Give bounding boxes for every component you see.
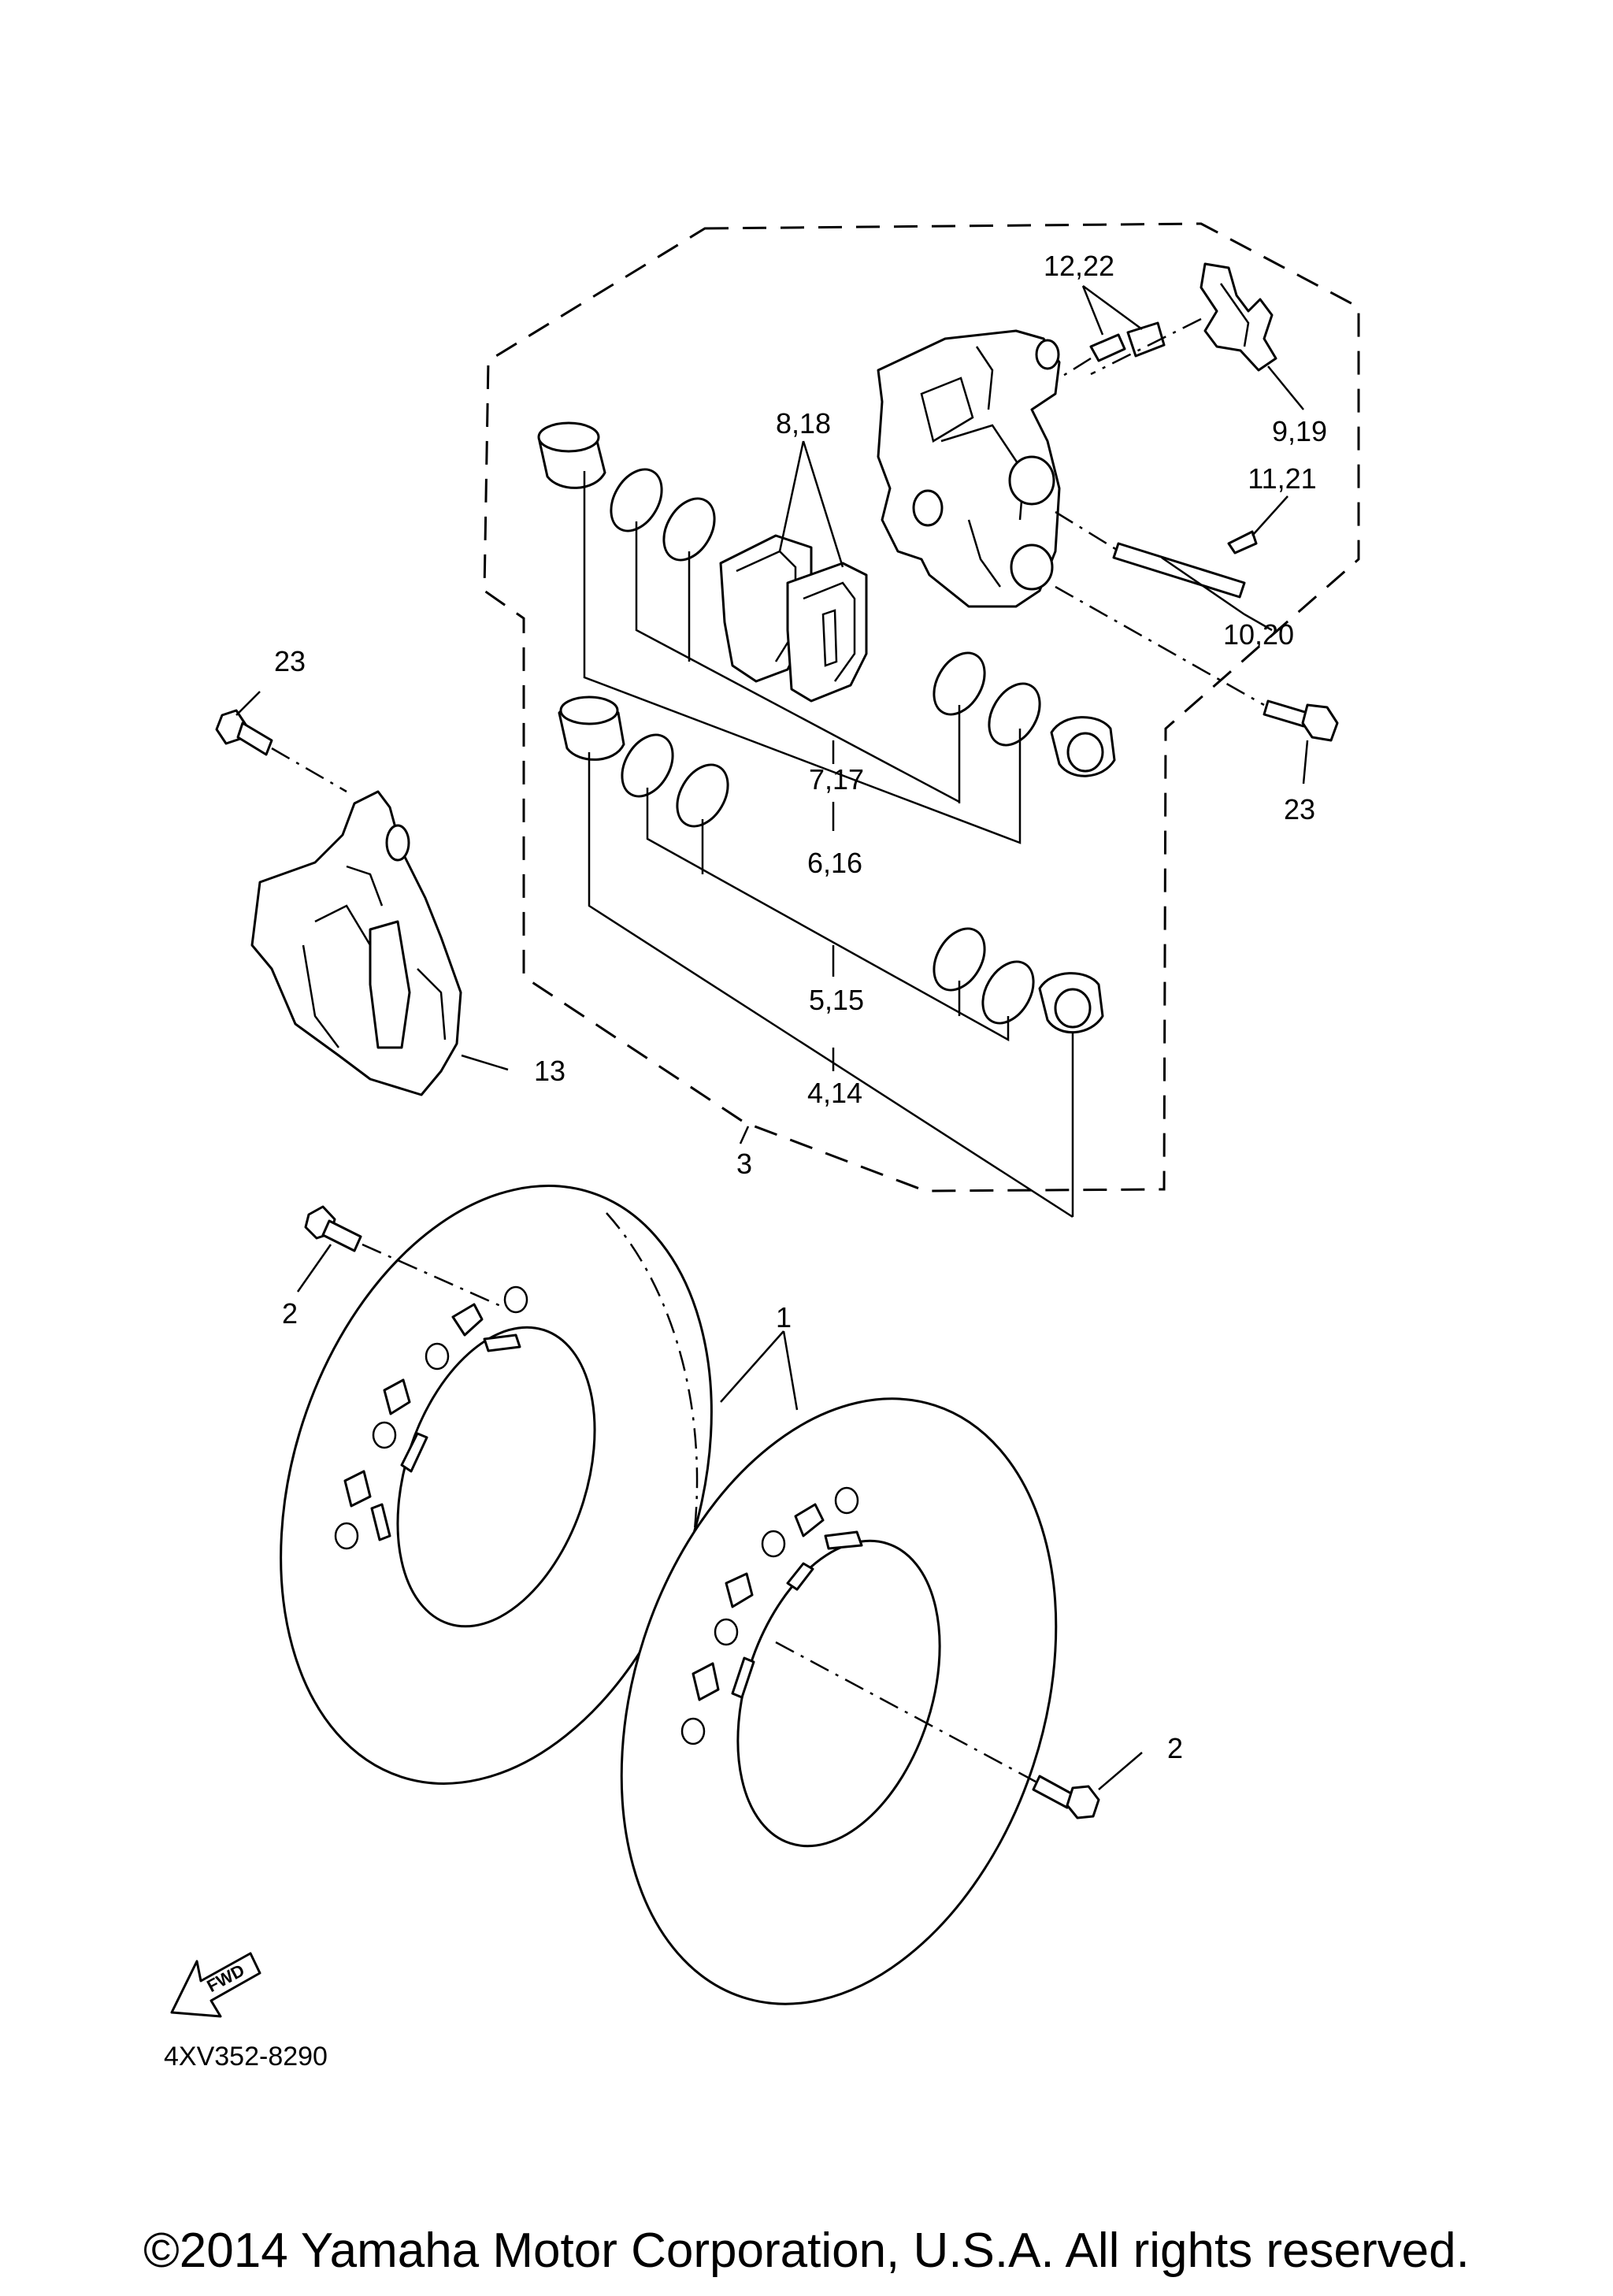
copyright-notice: ©2014 Yamaha Motor Corporation, U.S.A. A… (143, 2224, 1470, 2278)
callout-3: 3 (736, 1148, 752, 1180)
disc-bolt-2-bottom (1032, 1775, 1100, 1819)
leader-5-15 (646, 788, 1010, 1042)
pad-spring-9-19 (1200, 262, 1277, 372)
leader-6-16 (635, 521, 961, 831)
caliper-bolt-23-left (215, 709, 273, 756)
brake-disc-left (280, 1185, 713, 1785)
axis-disc-bolt-top (362, 1243, 505, 1309)
leader-10-20 (1161, 556, 1273, 632)
callout-13: 13 (534, 1055, 565, 1087)
callout-2-top: 2 (282, 1297, 298, 1330)
piston-seal-lower-2 (933, 927, 986, 992)
leader-13 (461, 1054, 509, 1071)
axis-bolt-23-right (1055, 585, 1265, 707)
diagram-code: 4XV352-8290 (164, 2042, 328, 2072)
leader-7-17 (583, 471, 1022, 844)
callout-10-20: 10,20 (1223, 618, 1294, 651)
leader-2-top (296, 1244, 332, 1293)
pin-clip-11-21 (1227, 530, 1258, 555)
callout-2-bottom: 2 (1167, 1732, 1183, 1764)
piston-lower-left (558, 695, 625, 761)
caliper-bolt-23-right (1263, 699, 1339, 742)
leader-11-21 (1251, 495, 1289, 536)
callout-5-15: 5,15 (809, 984, 864, 1016)
brake-caliper-13 (250, 790, 462, 1096)
axis-pad-pin (1055, 510, 1118, 551)
callout-23-left: 23 (274, 645, 306, 677)
brake-pads-8-18 (719, 534, 868, 703)
axis-bolt-23-left (271, 747, 347, 793)
piston-upper-left (537, 421, 606, 489)
callout-9-19: 9,19 (1272, 415, 1327, 447)
callout-4-14: 4,14 (807, 1077, 862, 1109)
piston-seal-upper-1 (610, 468, 663, 532)
fwd-arrow-icon: FWD (170, 1952, 261, 2018)
piston-seal-lower-1 (621, 733, 674, 798)
leader-8-18 (778, 440, 844, 568)
callout-8-18: 8,18 (776, 407, 831, 440)
leader-1 (720, 1330, 799, 1411)
leader-23-right (1302, 740, 1309, 784)
dust-seal-upper-2 (988, 682, 1041, 747)
callout-6-16: 6,16 (807, 847, 862, 879)
dust-seal-lower-1 (676, 763, 729, 828)
leader-4-14 (588, 752, 1074, 1218)
dust-seal-upper-1 (662, 497, 716, 562)
piston-lower-right (1038, 972, 1104, 1033)
axis-bleeder (1059, 357, 1092, 380)
brake-caliper-body (877, 329, 1061, 608)
callout-1: 1 (776, 1301, 792, 1333)
callout-12-22: 12,22 (1044, 250, 1114, 282)
leader-2-bottom (1098, 1752, 1143, 1790)
leader-12-22 (1081, 284, 1143, 336)
piston-upper-right (1050, 716, 1116, 777)
callout-23-right: 23 (1284, 793, 1315, 825)
leader-23-left (235, 691, 261, 716)
callout-7-17: 7,17 (809, 763, 864, 796)
leader-3 (739, 1126, 750, 1144)
dust-seal-lower-2 (981, 960, 1035, 1025)
piston-seal-upper-2 (933, 651, 986, 716)
disc-bolt-2-top (304, 1205, 362, 1252)
callout-11-21: 11,21 (1248, 462, 1316, 495)
axis-disc-bolt-bottom (775, 1641, 1036, 1783)
bleeder-screw-12-22 (1089, 321, 1166, 362)
leader-9-19 (1267, 365, 1304, 410)
brake-disc-right (620, 1397, 1058, 2005)
